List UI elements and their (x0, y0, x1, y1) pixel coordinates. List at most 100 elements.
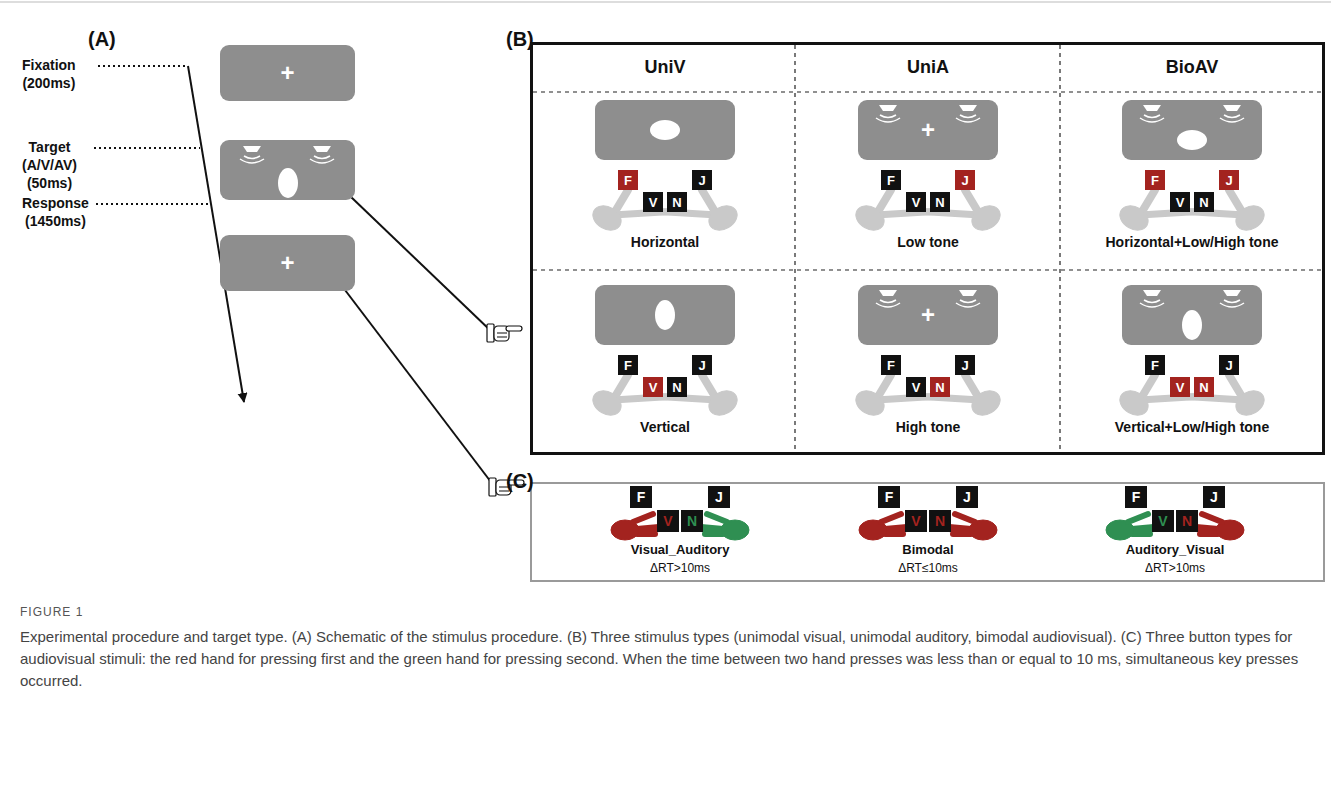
fixation-cross: + (280, 251, 294, 275)
key-letter: V (912, 196, 921, 209)
key-box: N (681, 510, 703, 532)
sound-wave (880, 115, 896, 118)
visual-oval (655, 300, 675, 330)
stimulus-screen (595, 285, 735, 345)
phase-label: Fixation (200ms) (22, 56, 76, 92)
fixation-cross: + (280, 61, 294, 85)
pointing-hand-icon (487, 324, 522, 342)
key-letter: N (935, 196, 944, 209)
sound-wave (956, 303, 980, 307)
panel-text: Bimodal (902, 542, 953, 557)
key-letter: N (1182, 514, 1192, 528)
key-letter: F (885, 490, 894, 504)
time-arrow (188, 66, 244, 402)
pointer-line (345, 290, 494, 486)
hand-shape (1196, 514, 1244, 540)
sound-wave (960, 115, 976, 118)
hand-finger (1132, 528, 1154, 530)
sound-wave (880, 300, 896, 303)
sound-wave (1144, 300, 1160, 303)
visual-oval (650, 120, 680, 140)
key-box: J (692, 355, 712, 375)
key-letter: V (911, 514, 920, 528)
panel-text: Visual_Auditory (631, 542, 730, 557)
key-letter: J (1225, 359, 1232, 372)
panel-text: Low tone (897, 234, 958, 250)
pointer-finger (506, 326, 522, 331)
key-letter: F (887, 174, 895, 187)
hand-palm (1116, 201, 1153, 235)
sound-wave (960, 300, 976, 303)
key-letter: J (961, 359, 968, 372)
leader-line (94, 147, 200, 149)
speaker-icon (1143, 105, 1161, 111)
hand-finger (949, 528, 971, 530)
screen (1122, 100, 1262, 160)
sound-wave (1224, 300, 1240, 303)
key-letter: N (1199, 196, 1208, 209)
fixation-cross: + (921, 303, 935, 327)
key-box: V (657, 510, 679, 532)
stimulus-panel: (B)UniVUniABioAVHorizontalLow toneHorizo… (530, 42, 1325, 455)
hand-shape (859, 514, 907, 540)
screen-box: + (858, 285, 998, 345)
hand-finger (953, 531, 971, 537)
hand-shape (1106, 514, 1154, 540)
key-box: V (906, 192, 926, 212)
key-letter: J (698, 174, 705, 187)
key-letter: V (649, 196, 658, 209)
grid-lines (533, 45, 1322, 452)
phase-label: Response (1450ms) (22, 194, 89, 230)
hand-shape (914, 375, 1004, 420)
key-box: N (1176, 510, 1198, 532)
key-letter: N (687, 514, 697, 528)
key-letter: N (935, 381, 944, 394)
speaker-icon (1223, 105, 1241, 111)
hand-palm (705, 201, 742, 235)
leader-line (96, 203, 209, 205)
sound-wave (876, 303, 900, 307)
key-letter: F (1151, 174, 1159, 187)
leader-line (98, 65, 187, 67)
key-letter: F (637, 490, 646, 504)
key-box: J (956, 486, 978, 508)
hand-thumb (955, 514, 975, 522)
stimulus-screen (1122, 100, 1262, 160)
sound-wave (1220, 303, 1244, 307)
key-box: J (692, 170, 712, 190)
key-letter: F (624, 174, 632, 187)
key-box: V (1170, 192, 1190, 212)
key-box: F (1145, 170, 1165, 190)
target-screen (220, 140, 355, 200)
key-box: F (881, 355, 901, 375)
key-box: J (955, 170, 975, 190)
key-box: F (618, 355, 638, 375)
key-letter: F (1132, 490, 1141, 504)
stimulus-screen (595, 100, 735, 160)
panel-text: Vertical (640, 419, 690, 435)
visual-oval (278, 168, 298, 198)
speaker-icon (959, 290, 977, 296)
hand-palm (1232, 386, 1269, 420)
visual-oval (1177, 130, 1207, 150)
hand-shape (611, 514, 659, 540)
key-box: F (878, 486, 900, 508)
key-letter: J (961, 174, 968, 187)
speaker-icon (1143, 290, 1161, 296)
speaker-icon (313, 146, 331, 152)
hand-finger (637, 531, 655, 537)
hand-thumb (881, 514, 901, 522)
key-letter: N (935, 514, 945, 528)
sound-wave (956, 118, 980, 122)
hand-thumb (633, 514, 653, 522)
key-box: F (630, 486, 652, 508)
sound-wave (314, 156, 330, 159)
hand-palm (968, 201, 1005, 235)
pointer-cuff (489, 478, 496, 496)
key-box: J (955, 355, 975, 375)
hand-thumb (1128, 514, 1148, 522)
key-box: J (1219, 170, 1239, 190)
key-box: V (643, 192, 663, 212)
